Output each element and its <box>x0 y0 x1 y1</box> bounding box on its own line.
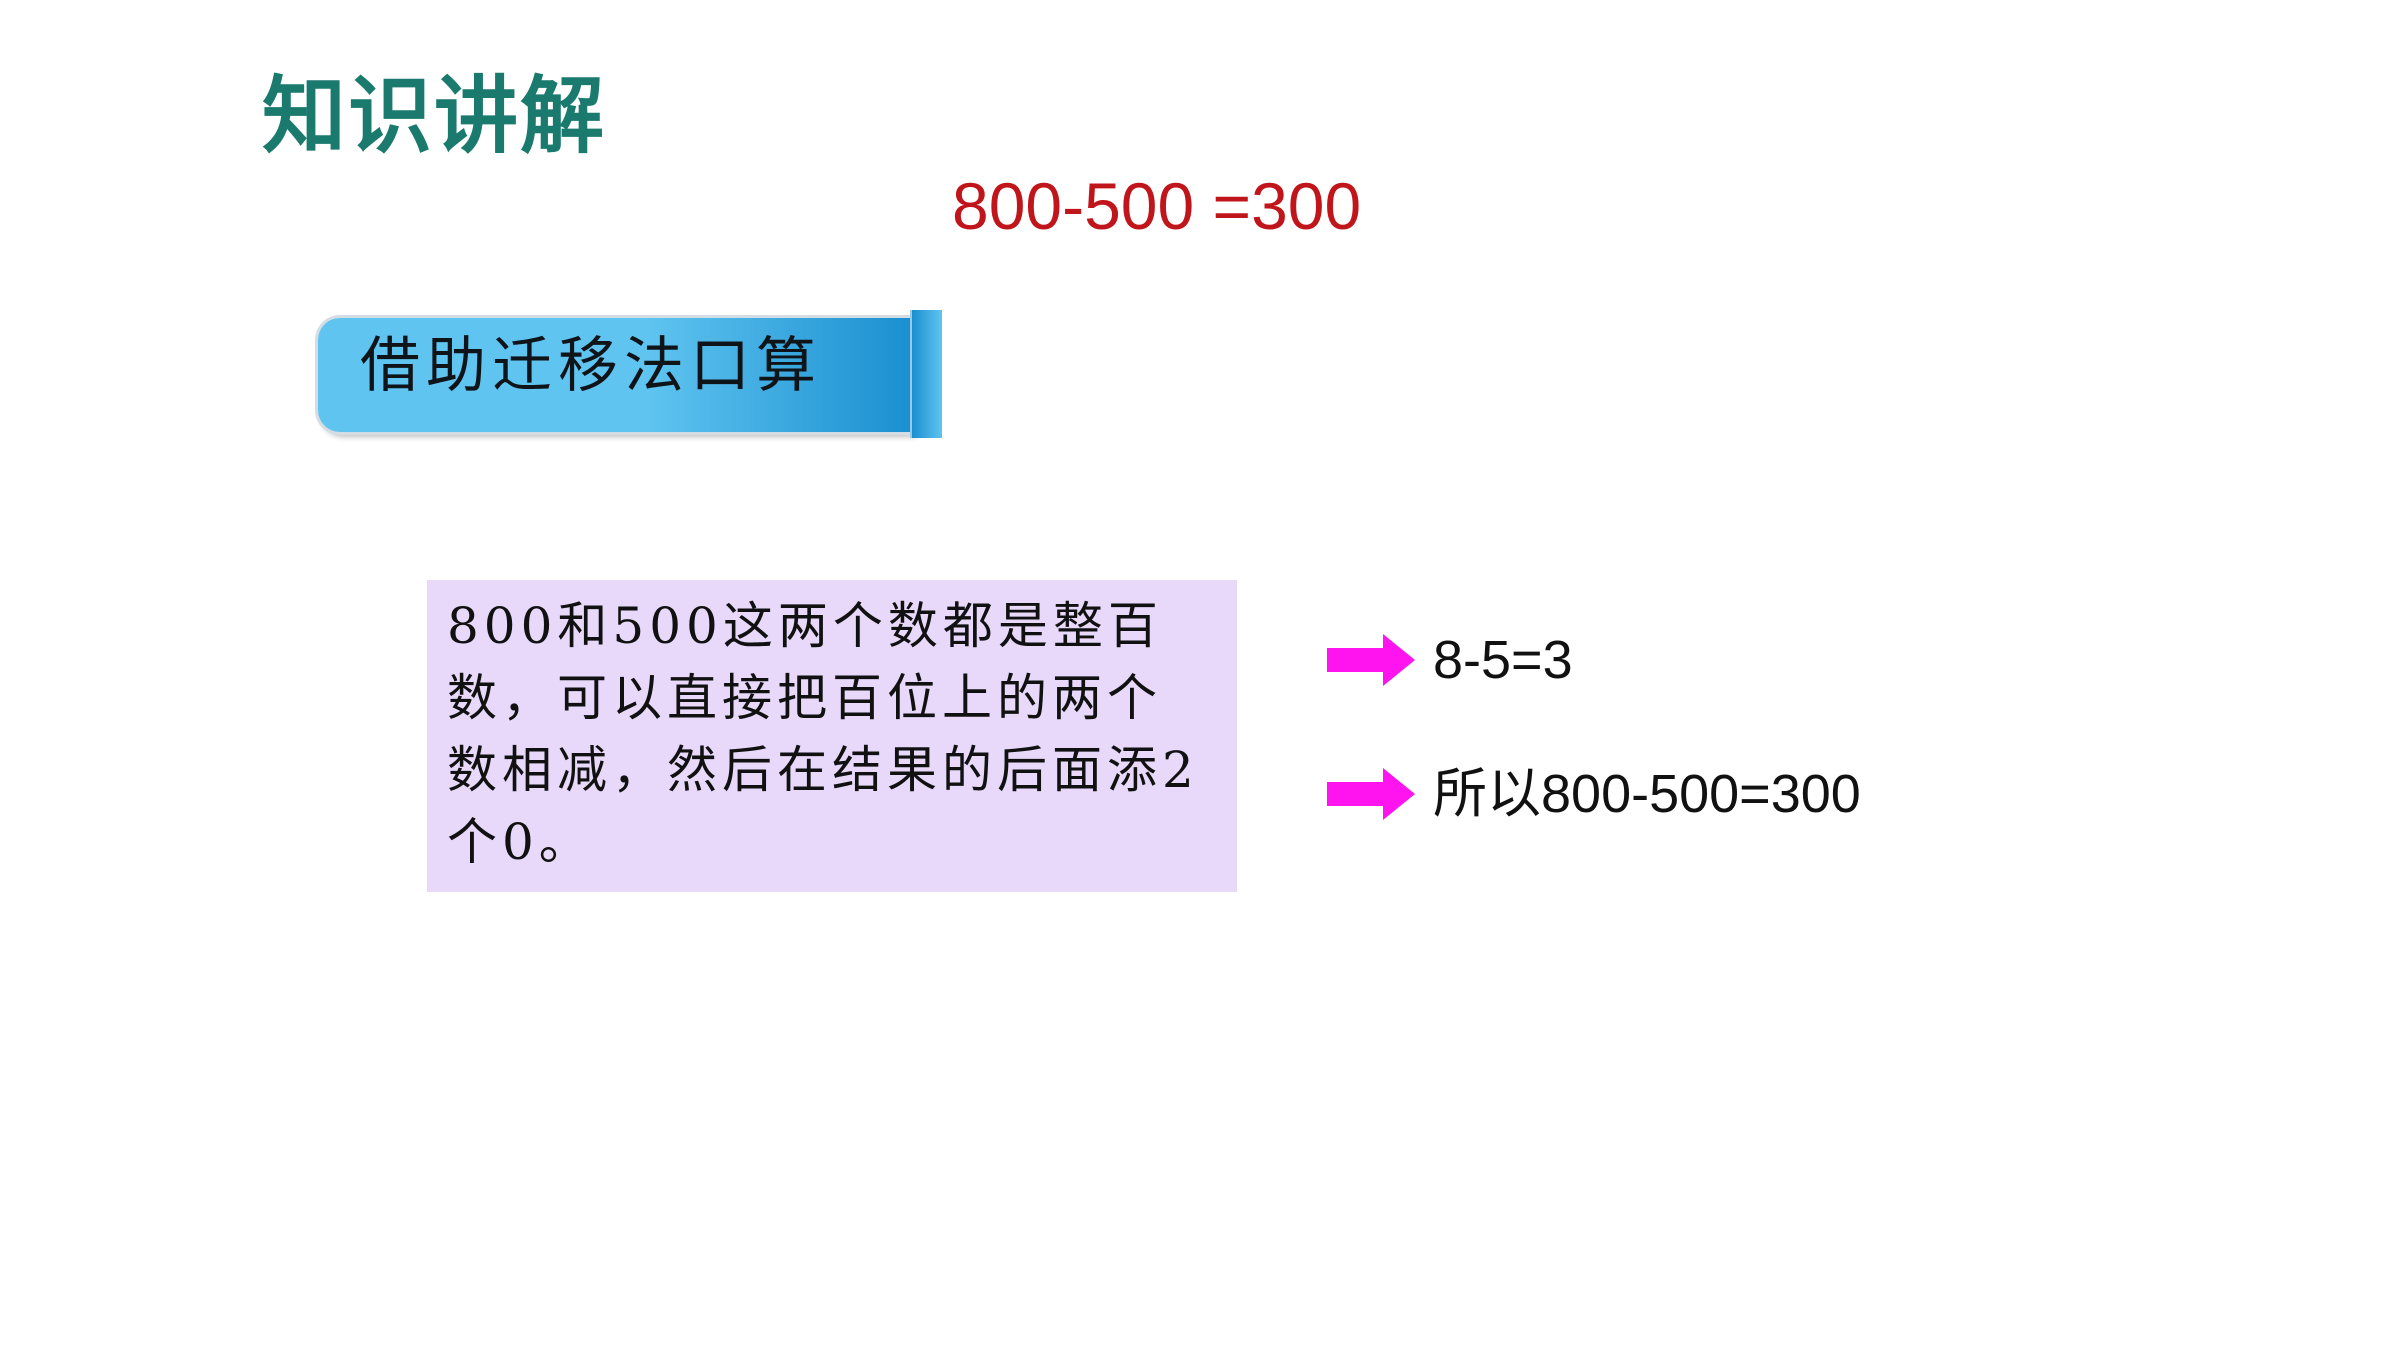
right-arrow-icon <box>1327 634 1415 686</box>
banner-end-cap <box>910 310 942 438</box>
equation-heading: 800-500 =300 <box>952 169 1362 243</box>
right-arrow-icon <box>1327 768 1415 820</box>
page-title: 知识讲解 <box>262 67 607 165</box>
step-text: 所以800-500=300 <box>1433 764 1861 824</box>
method-banner: 借助迁移法口算 <box>310 310 942 438</box>
step-item: 8-5=3 <box>1325 620 1573 700</box>
explanation-box: 800和500这两个数都是整百数，可以直接把百位上的两个数相减，然后在结果的后面… <box>427 580 1237 892</box>
explanation-text: 800和500这两个数都是整百数，可以直接把百位上的两个数相减，然后在结果的后面… <box>447 597 1199 871</box>
banner-label: 借助迁移法口算 <box>360 331 822 401</box>
step-item: 所以800-500=300 <box>1325 754 1861 834</box>
step-text: 8-5=3 <box>1433 630 1573 690</box>
banner-body <box>318 318 914 432</box>
